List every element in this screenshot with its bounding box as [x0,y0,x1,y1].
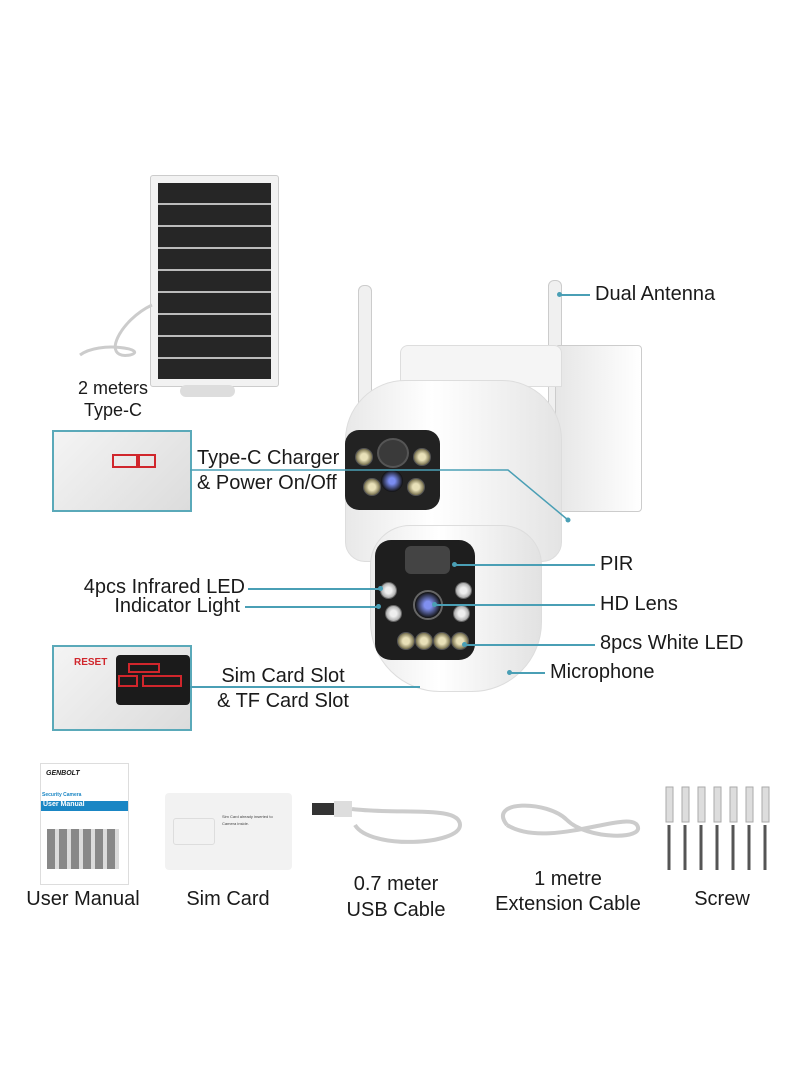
callout-microphone: Microphone [550,661,655,683]
label-sim-card: Sim Card [186,888,270,910]
reset-label: RESET [74,657,108,668]
label-usb-2: USB Cable [346,899,446,921]
solar-cable-label-1: 2 meters [77,378,149,398]
card-slot-opening [116,655,190,705]
callout-sim-2: & TF Card Slot [217,690,349,712]
user-manual-image: GENBOLT Security Camera User Manual [40,763,129,885]
callout-infrared-led: 4pcs Infrared LED [83,576,245,598]
callout-indicator-light: Indicator Light [114,595,240,617]
screws-image [665,786,770,870]
inset-typec-port [52,430,192,512]
usb-cable-image [312,801,463,844]
callout-dual-antenna: Dual Antenna [595,283,716,305]
callout-white-led: 8pcs White LED [600,632,744,654]
label-user-manual: User Manual [26,888,140,910]
typec-callout-line [190,469,571,523]
label-screw: Screw [694,888,750,910]
label-usb-1: 0.7 meter [353,873,439,895]
label-extension-1: 1 metre [534,868,602,890]
solar-stand [180,385,235,397]
callout-typec-2: & Power On/Off [197,472,337,494]
sim-card-image: Sim Card already inserted to Camera insi… [165,793,292,870]
solar-panel [150,175,279,387]
inset-card-slots: RESET [52,645,192,731]
callout-typec-1: Type-C Charger [197,447,340,469]
callout-sim-1: Sim Card Slot [221,665,345,687]
callout-pir: PIR [600,553,634,575]
dome-lens-panel [375,540,475,660]
extension-cable-image [501,803,641,838]
callout-hd-lens: HD Lens [600,593,678,615]
label-extension-2: Extension Cable [495,893,641,915]
solar-cable-label-2: Type-C [83,400,143,420]
solar-cable [79,303,153,357]
